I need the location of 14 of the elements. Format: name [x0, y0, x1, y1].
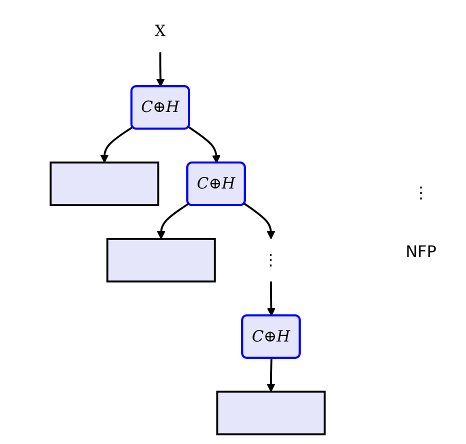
node-text: ⋮	[264, 250, 279, 269]
note-label: ⋮	[413, 183, 429, 202]
note-label: NFP	[406, 242, 436, 261]
arrow	[267, 281, 276, 316]
node-bar	[106, 238, 216, 282]
arrow	[244, 202, 276, 240]
node-text: X	[155, 21, 166, 40]
arrow	[188, 126, 221, 164]
arrow	[267, 358, 276, 392]
node-bar	[216, 390, 326, 436]
arrow	[100, 126, 134, 163]
node-bar	[50, 162, 160, 206]
arrow	[156, 52, 166, 87]
arrow	[157, 202, 190, 240]
